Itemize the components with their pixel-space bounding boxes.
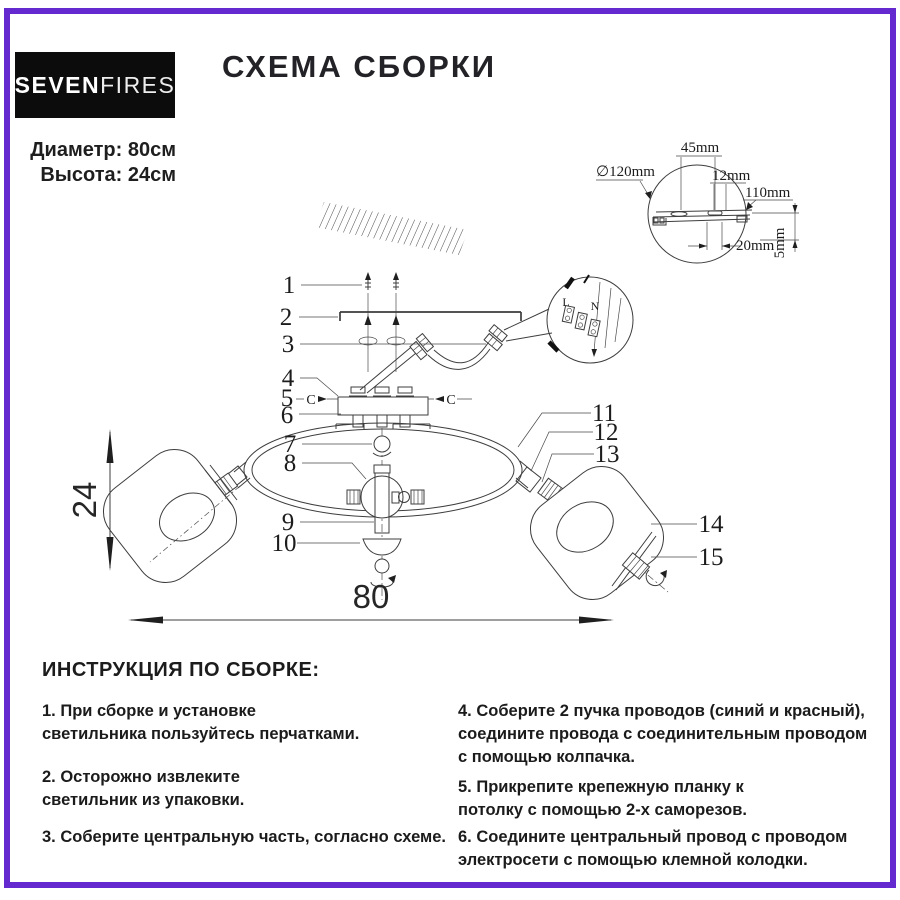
fixture-specs: Диаметр: 80см Высота: 24см bbox=[18, 138, 176, 188]
dim-5mm: 5mm bbox=[772, 227, 788, 258]
callout-10: 10 bbox=[272, 530, 297, 557]
brand-logo-bold: SEVEN bbox=[14, 71, 101, 98]
instruction-step-2: 2. Осторожно извлеките светильник из упа… bbox=[42, 768, 245, 809]
callout-4: 4 bbox=[282, 365, 295, 392]
dim-110mm: 110mm bbox=[745, 185, 791, 201]
bracket-assembly: C C bbox=[296, 386, 472, 428]
callout-14: 14 bbox=[699, 511, 725, 538]
dim-12mm: 12mm bbox=[712, 168, 751, 184]
wiring-detail: L N bbox=[546, 274, 634, 364]
dimension-height-24: 24 bbox=[66, 429, 114, 571]
wire-label-n: N bbox=[591, 299, 600, 313]
callout-2: 2 bbox=[280, 304, 293, 331]
width-value: 80 bbox=[353, 578, 390, 615]
section-marker-c-right: C bbox=[446, 393, 455, 408]
instruction-step-6: 6. Соедините центральный провод с провод… bbox=[458, 828, 848, 869]
callout-1: 1 bbox=[283, 272, 296, 299]
height-value: 24 bbox=[66, 482, 103, 519]
callout-7: 7 bbox=[284, 431, 297, 458]
callout-11: 11 bbox=[592, 400, 616, 427]
section-marker-c-left: C bbox=[306, 393, 315, 408]
mounting-strip bbox=[339, 311, 522, 321]
callout-3: 3 bbox=[282, 331, 295, 358]
callout-5: 5 bbox=[281, 385, 294, 412]
callout-leaders bbox=[297, 284, 697, 558]
brand-logo-light: FIRES bbox=[100, 71, 176, 98]
left-lamp bbox=[103, 449, 251, 583]
callout-9: 9 bbox=[282, 509, 295, 536]
page-title: СХЕМА СБОРКИ bbox=[222, 49, 497, 84]
wire-label-l: L bbox=[562, 295, 569, 309]
instruction-step-1: 1. При сборке и установке светильника по… bbox=[42, 702, 360, 743]
dimension-width-80: 80 bbox=[128, 578, 614, 624]
instruction-step-4: 4. Соберите 2 пучка проводов (синий и кр… bbox=[458, 702, 868, 766]
central-hub bbox=[346, 428, 425, 600]
dim-120mm: ∅120mm bbox=[596, 164, 655, 180]
callout-numbers: 1 2 3 4 5 6 7 8 9 10 11 12 13 14 15 bbox=[272, 272, 725, 571]
ceiling-hatch bbox=[315, 202, 468, 255]
callout-8: 8 bbox=[284, 450, 297, 477]
wires bbox=[359, 308, 553, 394]
callout-15: 15 bbox=[699, 544, 724, 571]
callout-12: 12 bbox=[594, 419, 619, 446]
spec-diameter: Диаметр: 80см bbox=[30, 139, 176, 161]
ceiling-screws bbox=[358, 272, 406, 372]
instruction-step-3: 3. Соберите центральную часть, согласно … bbox=[42, 828, 446, 846]
dim-20mm: 20mm bbox=[736, 238, 775, 254]
callout-6: 6 bbox=[281, 402, 294, 429]
dim-45mm: 45mm bbox=[681, 140, 720, 156]
right-lamp bbox=[515, 460, 669, 600]
instruction-step-5: 5. Прикрепите крепежную планку к потолку… bbox=[458, 778, 747, 819]
callout-13: 13 bbox=[595, 441, 620, 468]
mount-plate-detail: 45mm ∅120mm 12mm 110mm 20mm 5mm bbox=[596, 140, 799, 264]
spec-height: Высота: 24см bbox=[40, 164, 176, 186]
instructions-heading: ИНСТРУКЦИЯ ПО СБОРКЕ: bbox=[42, 659, 320, 681]
